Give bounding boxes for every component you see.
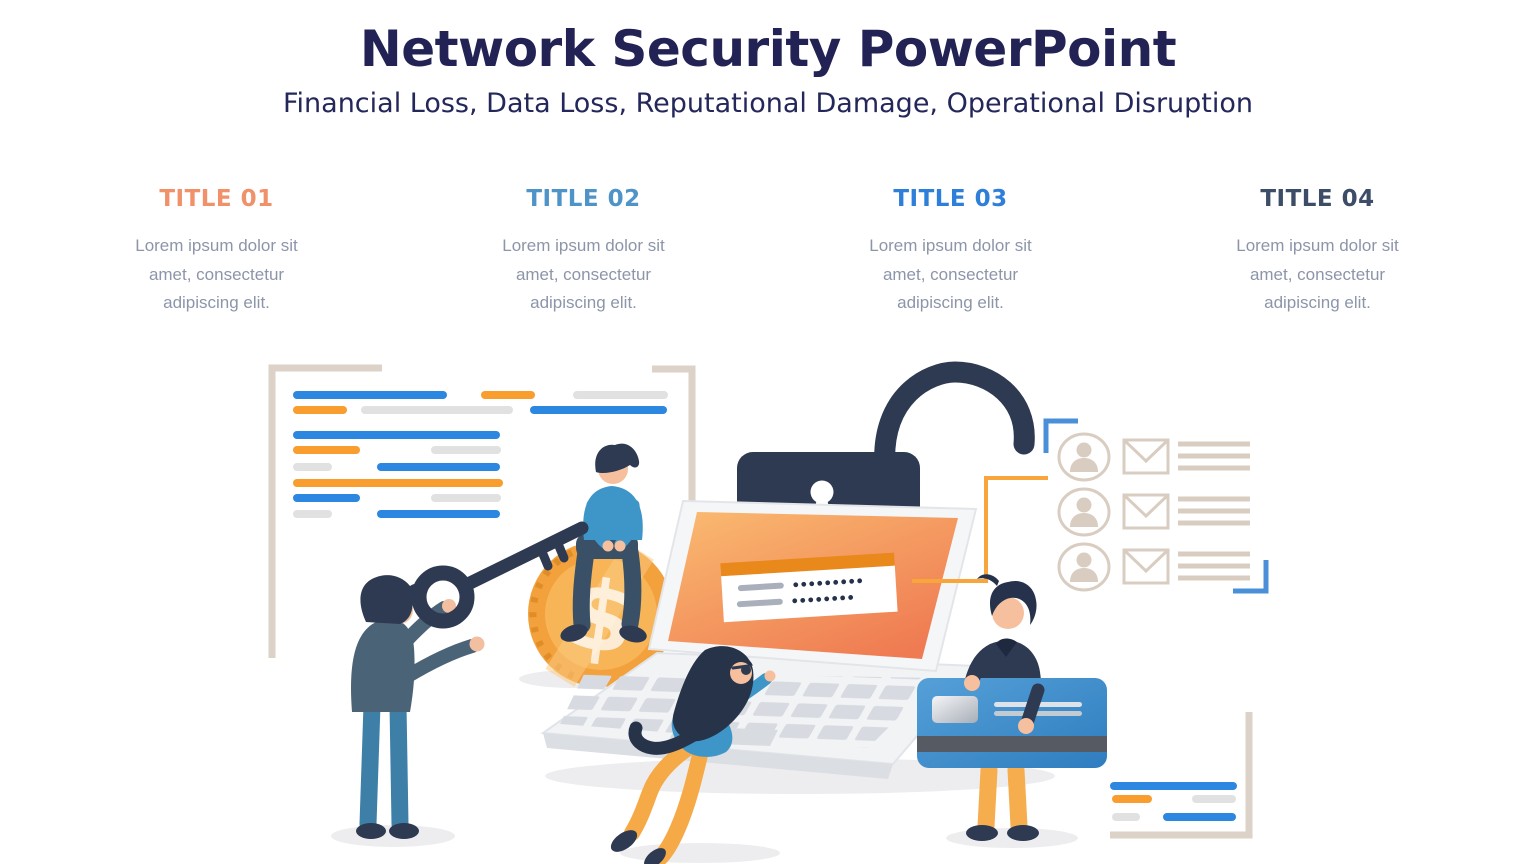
corner-bracket-icon [652,365,696,508]
column-heading: TITLE 03 [893,186,1008,212]
contact-list-graphic [1043,418,1269,594]
code-lines-icon [268,364,696,658]
laptop-icon [540,499,980,779]
column-title-02: TITLE 02 Lorem ipsum dolor sit amet, con… [400,186,767,318]
magnetic-stripe [917,736,1107,752]
key-icon [411,521,589,629]
corner-bracket-icon [1233,560,1269,594]
column-title-01: TITLE 01 Lorem ipsum dolor sit amet, con… [33,186,400,318]
column-row: TITLE 01 Lorem ipsum dolor sit amet, con… [33,186,1501,318]
credit-card-icon [917,678,1107,768]
contact-row [1057,432,1250,482]
person-with-credit-card [917,574,1107,841]
contact-row [1057,487,1250,537]
slide-header: Network Security PowerPoint Financial Lo… [0,0,1536,119]
corner-bracket-icon [1043,418,1078,453]
column-body: Lorem ipsum dolor sit amet, consectetur … [1236,236,1399,313]
connector-line [912,476,1048,583]
page-title: Network Security PowerPoint [359,20,1177,78]
column-title-03: TITLE 03 Lorem ipsum dolor sit amet, con… [767,186,1134,318]
person-at-keyboard [610,646,776,864]
login-form-icon [720,552,898,623]
person-sitting-on-coin [560,443,647,643]
card-chip [932,696,978,723]
keyboard-keys [560,672,938,748]
column-heading: TITLE 02 [526,186,641,212]
corner-bracket-icon [1110,712,1253,839]
person-holding-key [351,575,485,839]
page-subtitle: Financial Loss, Data Loss, Reputational … [282,88,1254,119]
column-body: Lorem ipsum dolor sit amet, consectetur … [502,236,665,313]
column-heading: TITLE 04 [1260,186,1375,212]
contact-row [1057,542,1250,592]
password-dots [792,578,863,604]
column-body: Lorem ipsum dolor sit amet, consectetur … [135,236,298,313]
column-body: Lorem ipsum dolor sit amet, consectetur … [869,236,1032,313]
corner-bracket-icon [268,364,382,658]
column-heading: TITLE 01 [159,186,274,212]
code-lines-icon [1110,712,1253,839]
column-title-04: TITLE 04 Lorem ipsum dolor sit amet, con… [1134,186,1501,318]
